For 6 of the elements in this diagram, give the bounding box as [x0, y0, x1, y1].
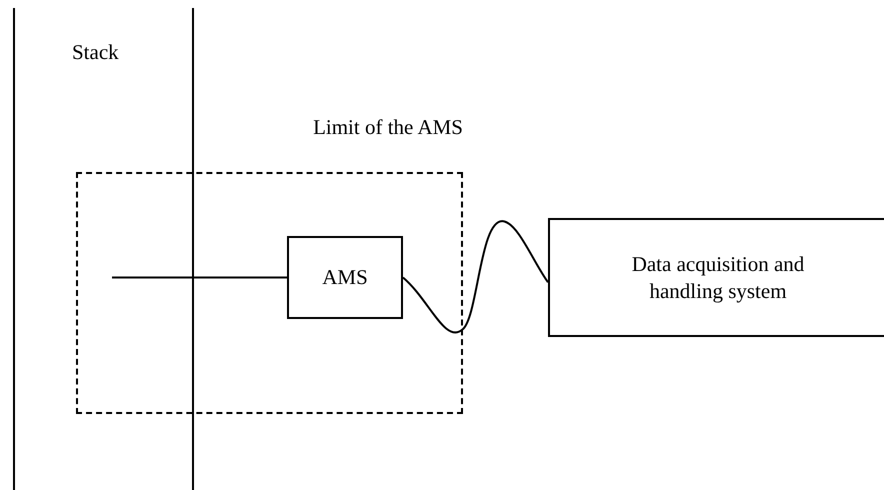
stack-label: Stack [72, 40, 119, 65]
system-box: Data acquisition and handling system [548, 218, 884, 337]
boundary-label: Limit of the AMS [313, 115, 463, 140]
cable-line [402, 220, 549, 334]
probe-line [112, 276, 287, 278]
system-box: AMS [287, 236, 403, 319]
